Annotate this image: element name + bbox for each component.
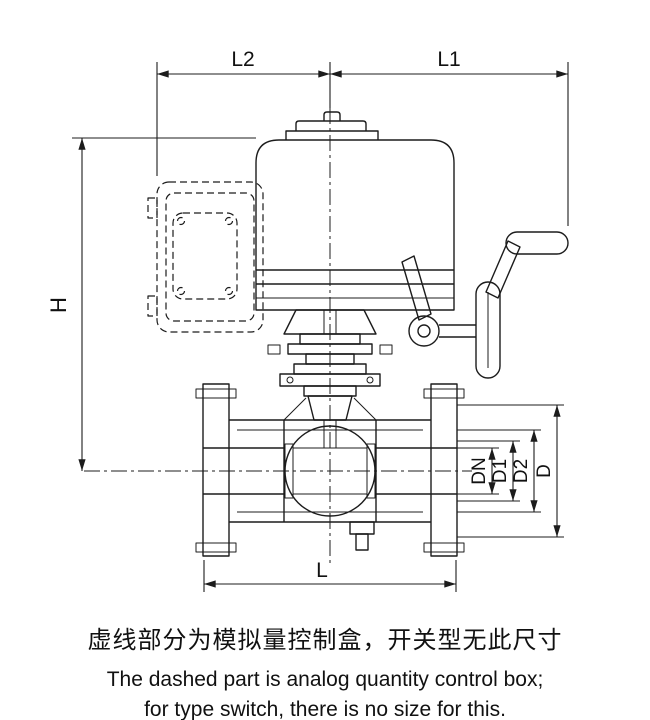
flange-bolt [195, 542, 237, 553]
dim-label-d2: D2 [511, 459, 532, 483]
crank-shaft [439, 324, 476, 338]
caption-english-line2: for type switch, there is no size for th… [144, 698, 506, 720]
dimension-l2: L2 [156, 48, 331, 176]
dimension-d1: D1 [457, 440, 520, 502]
flange-bolt [423, 542, 465, 553]
dimension-h: H [46, 137, 256, 471]
dim-label-l: L [316, 559, 328, 582]
declutch-lever [401, 255, 432, 321]
dim-label-d: D [534, 464, 555, 478]
dimension-dn: DN [457, 447, 499, 495]
valve-technical-drawing: L2 L1 H DN D1 D2 [46, 48, 569, 592]
left-flange [202, 383, 230, 557]
crank-hub [408, 315, 440, 347]
actuator-top-knob [323, 111, 341, 121]
drain-plug [349, 521, 375, 535]
crank-arm [485, 240, 521, 299]
seat-right [366, 443, 376, 499]
dim-label-dn: DN [469, 457, 490, 484]
seat-left [284, 443, 294, 499]
dimension-d2: D2 [457, 429, 541, 513]
dim-label-d1: D1 [490, 459, 511, 483]
crank-grip [505, 231, 569, 255]
flange-bolt [423, 388, 465, 399]
dim-label-h: H [46, 297, 71, 313]
dimension-l: L [203, 559, 457, 592]
control-box-dashed [147, 181, 264, 333]
handwheel-edge [475, 281, 501, 379]
dim-label-l2: L2 [231, 48, 254, 71]
hand-crank [401, 231, 569, 379]
valve-body [195, 383, 465, 557]
dim-label-l1: L1 [437, 48, 460, 71]
actuator-body [255, 111, 455, 311]
control-box-window [172, 212, 238, 300]
caption-chinese: 虚线部分为模拟量控制盒，开关型无此尺寸 [87, 627, 563, 654]
stem-gland [267, 309, 393, 421]
dimension-d: D [457, 404, 564, 538]
caption-english-line1: The dashed part is analog quantity contr… [106, 668, 544, 691]
right-flange [430, 383, 458, 557]
caption: 虚线部分为模拟量控制盒，开关型无此尺寸 The dashed part is a… [0, 620, 650, 720]
dimension-l1: L1 [330, 48, 569, 226]
centerlines [84, 108, 472, 566]
flange-bolt [195, 388, 237, 399]
